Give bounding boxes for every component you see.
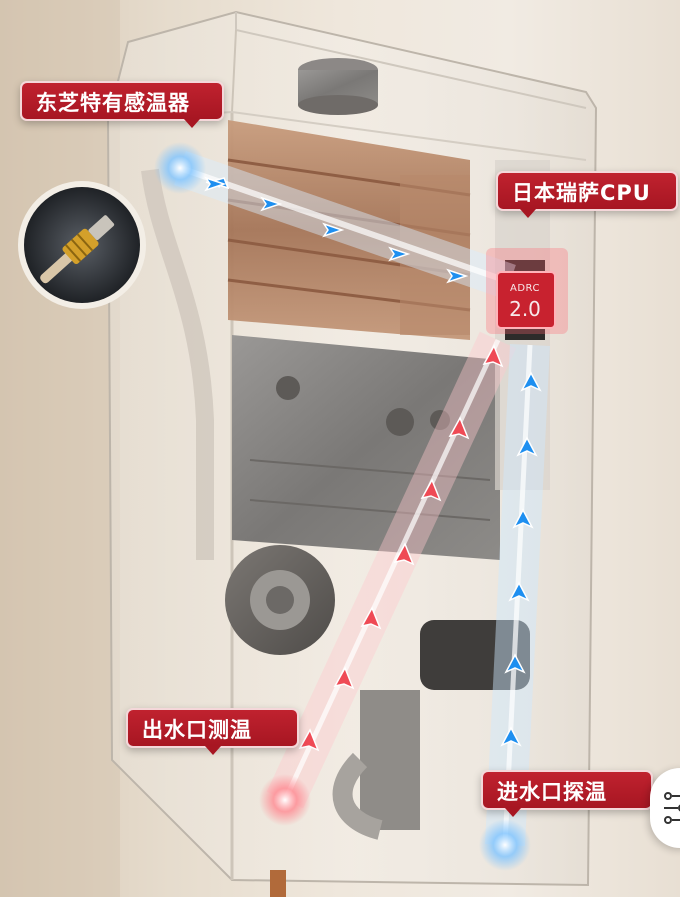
- flow-arrows-top: [204, 176, 469, 284]
- cpu-callout: 日本瑞萨CPU: [496, 171, 678, 218]
- copper-fitting: [270, 870, 286, 897]
- outlet-flow-beam: [266, 331, 517, 809]
- inlet-temp-callout: 进水口探温: [481, 770, 653, 817]
- burner-chamber: [232, 335, 500, 560]
- inlet-sensor-glow: [479, 819, 531, 871]
- settings-sliders-icon: [664, 792, 680, 824]
- outlet-sensor-glow: [259, 774, 311, 826]
- cpu-chip: [486, 248, 568, 334]
- water-valve: [332, 620, 530, 840]
- temp-sensor-callout: 东芝特有感温器: [20, 81, 224, 128]
- side-control-button[interactable]: [650, 768, 680, 848]
- flow-arrows-blue: [500, 371, 542, 747]
- side-pipe: [141, 168, 214, 560]
- sensor-zoom-badge: [18, 181, 146, 309]
- flow-arrows-red: [298, 344, 504, 752]
- wall-shadow: [0, 0, 120, 897]
- outlet-temp-callout: 出水口测温: [126, 708, 299, 755]
- flue-chimney: [298, 58, 378, 115]
- chip-model-label: ADRC: [510, 283, 540, 294]
- chip-version-label: 2.0: [509, 297, 541, 321]
- temp-sensor-glow: [154, 142, 206, 194]
- fan-assembly: [225, 545, 335, 655]
- sensor-flow-beam: [174, 150, 516, 300]
- heat-exchanger: [227, 120, 471, 340]
